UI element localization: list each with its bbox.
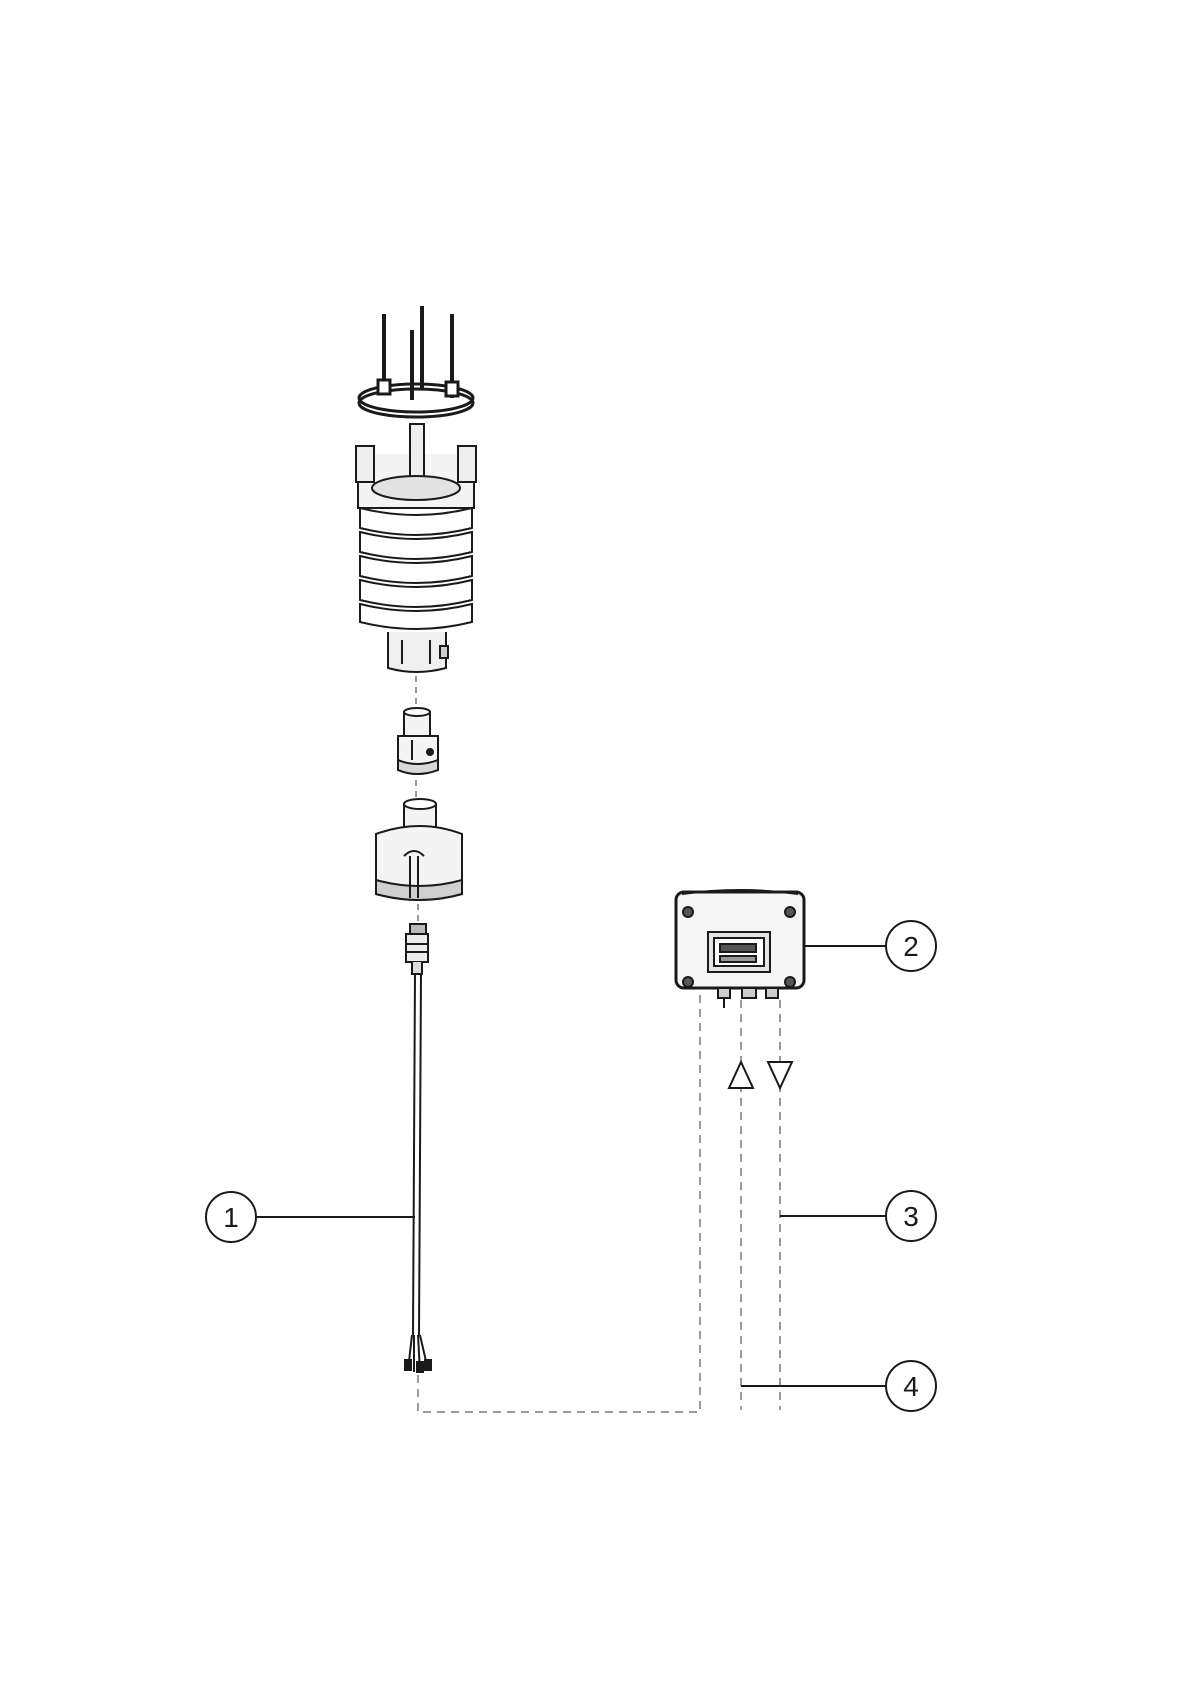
mounting-adapter [376,799,462,900]
callout-1: 1 [206,1192,256,1242]
mounting-ring [359,380,473,417]
callout-label-4: 4 [903,1371,919,1402]
arrow-up-icon [729,1062,753,1088]
callout-4: 4 [886,1361,936,1411]
radiation-shield [356,424,476,672]
callout-2: 2 [886,921,936,971]
adapter-sleeve [398,708,438,774]
sensor-cable [405,924,431,1372]
junction-box [676,890,804,1008]
dashed-connection-line [418,992,700,1412]
callout-label-2: 2 [903,931,919,962]
callout-label-3: 3 [903,1201,919,1232]
callout-label-1: 1 [223,1202,239,1233]
arrow-down-icon [768,1062,792,1088]
callout-3: 3 [886,1191,936,1241]
